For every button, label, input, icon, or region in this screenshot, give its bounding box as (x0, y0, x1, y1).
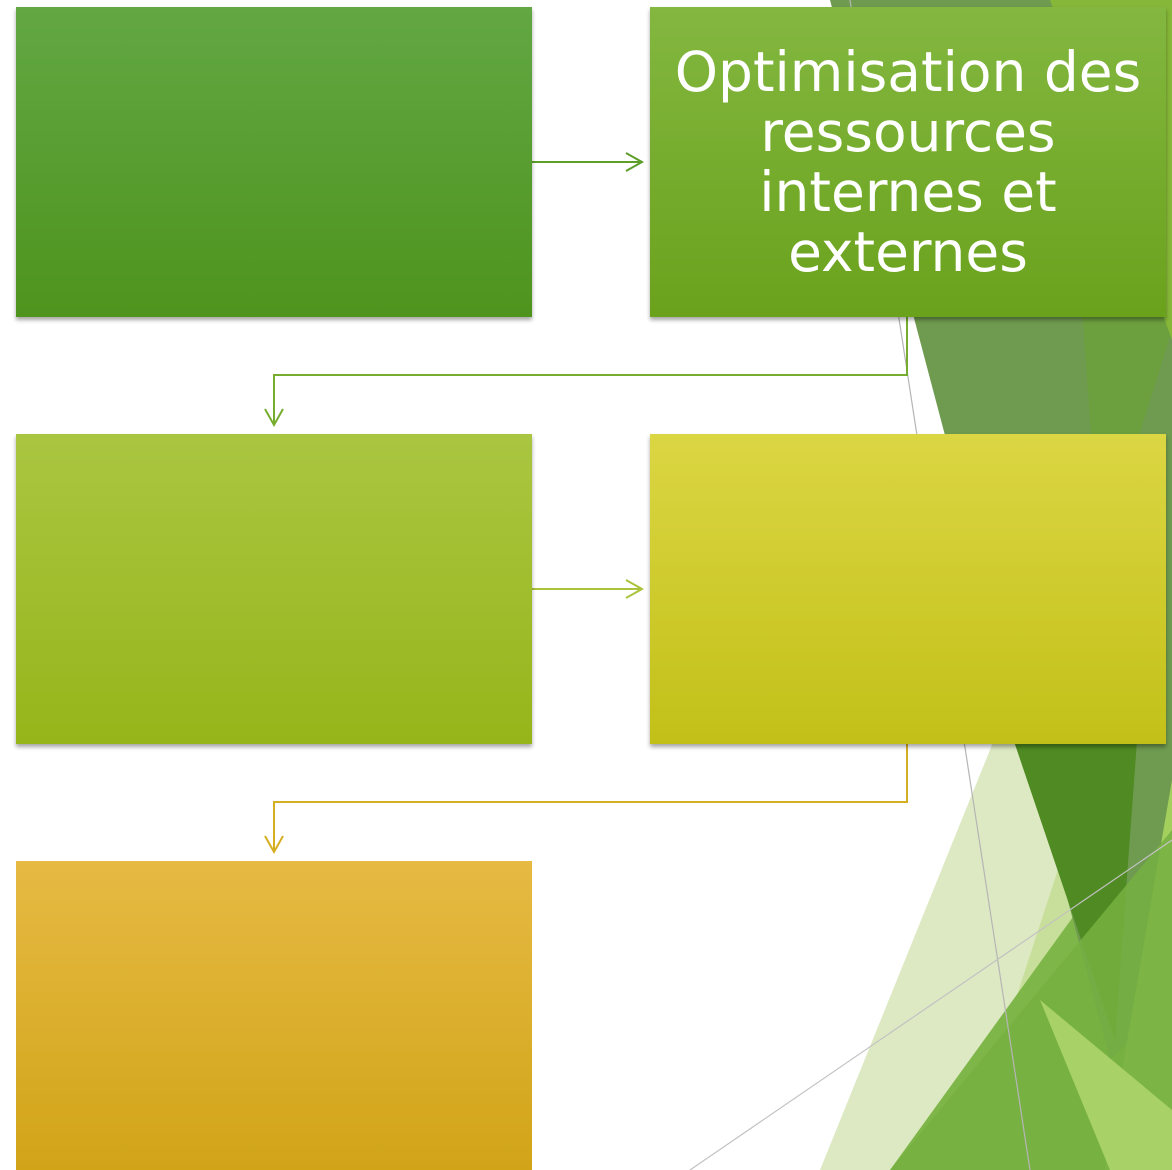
process-box-1 (16, 7, 532, 317)
process-box-2: Optimisation des ressources internes et … (650, 7, 1166, 317)
connector-box1-box2 (532, 152, 645, 172)
process-box-2-label: Optimisation des ressources internes et … (674, 40, 1142, 284)
process-box-4 (650, 434, 1166, 744)
process-box-5 (16, 861, 532, 1170)
facet-bottom-light (1040, 1000, 1172, 1170)
connector-box4-box5 (264, 744, 908, 855)
connector-box3-box4 (532, 579, 645, 599)
connector-box2-box3 (264, 317, 908, 428)
process-box-3 (16, 434, 532, 744)
thin-line-2 (689, 839, 1172, 1170)
